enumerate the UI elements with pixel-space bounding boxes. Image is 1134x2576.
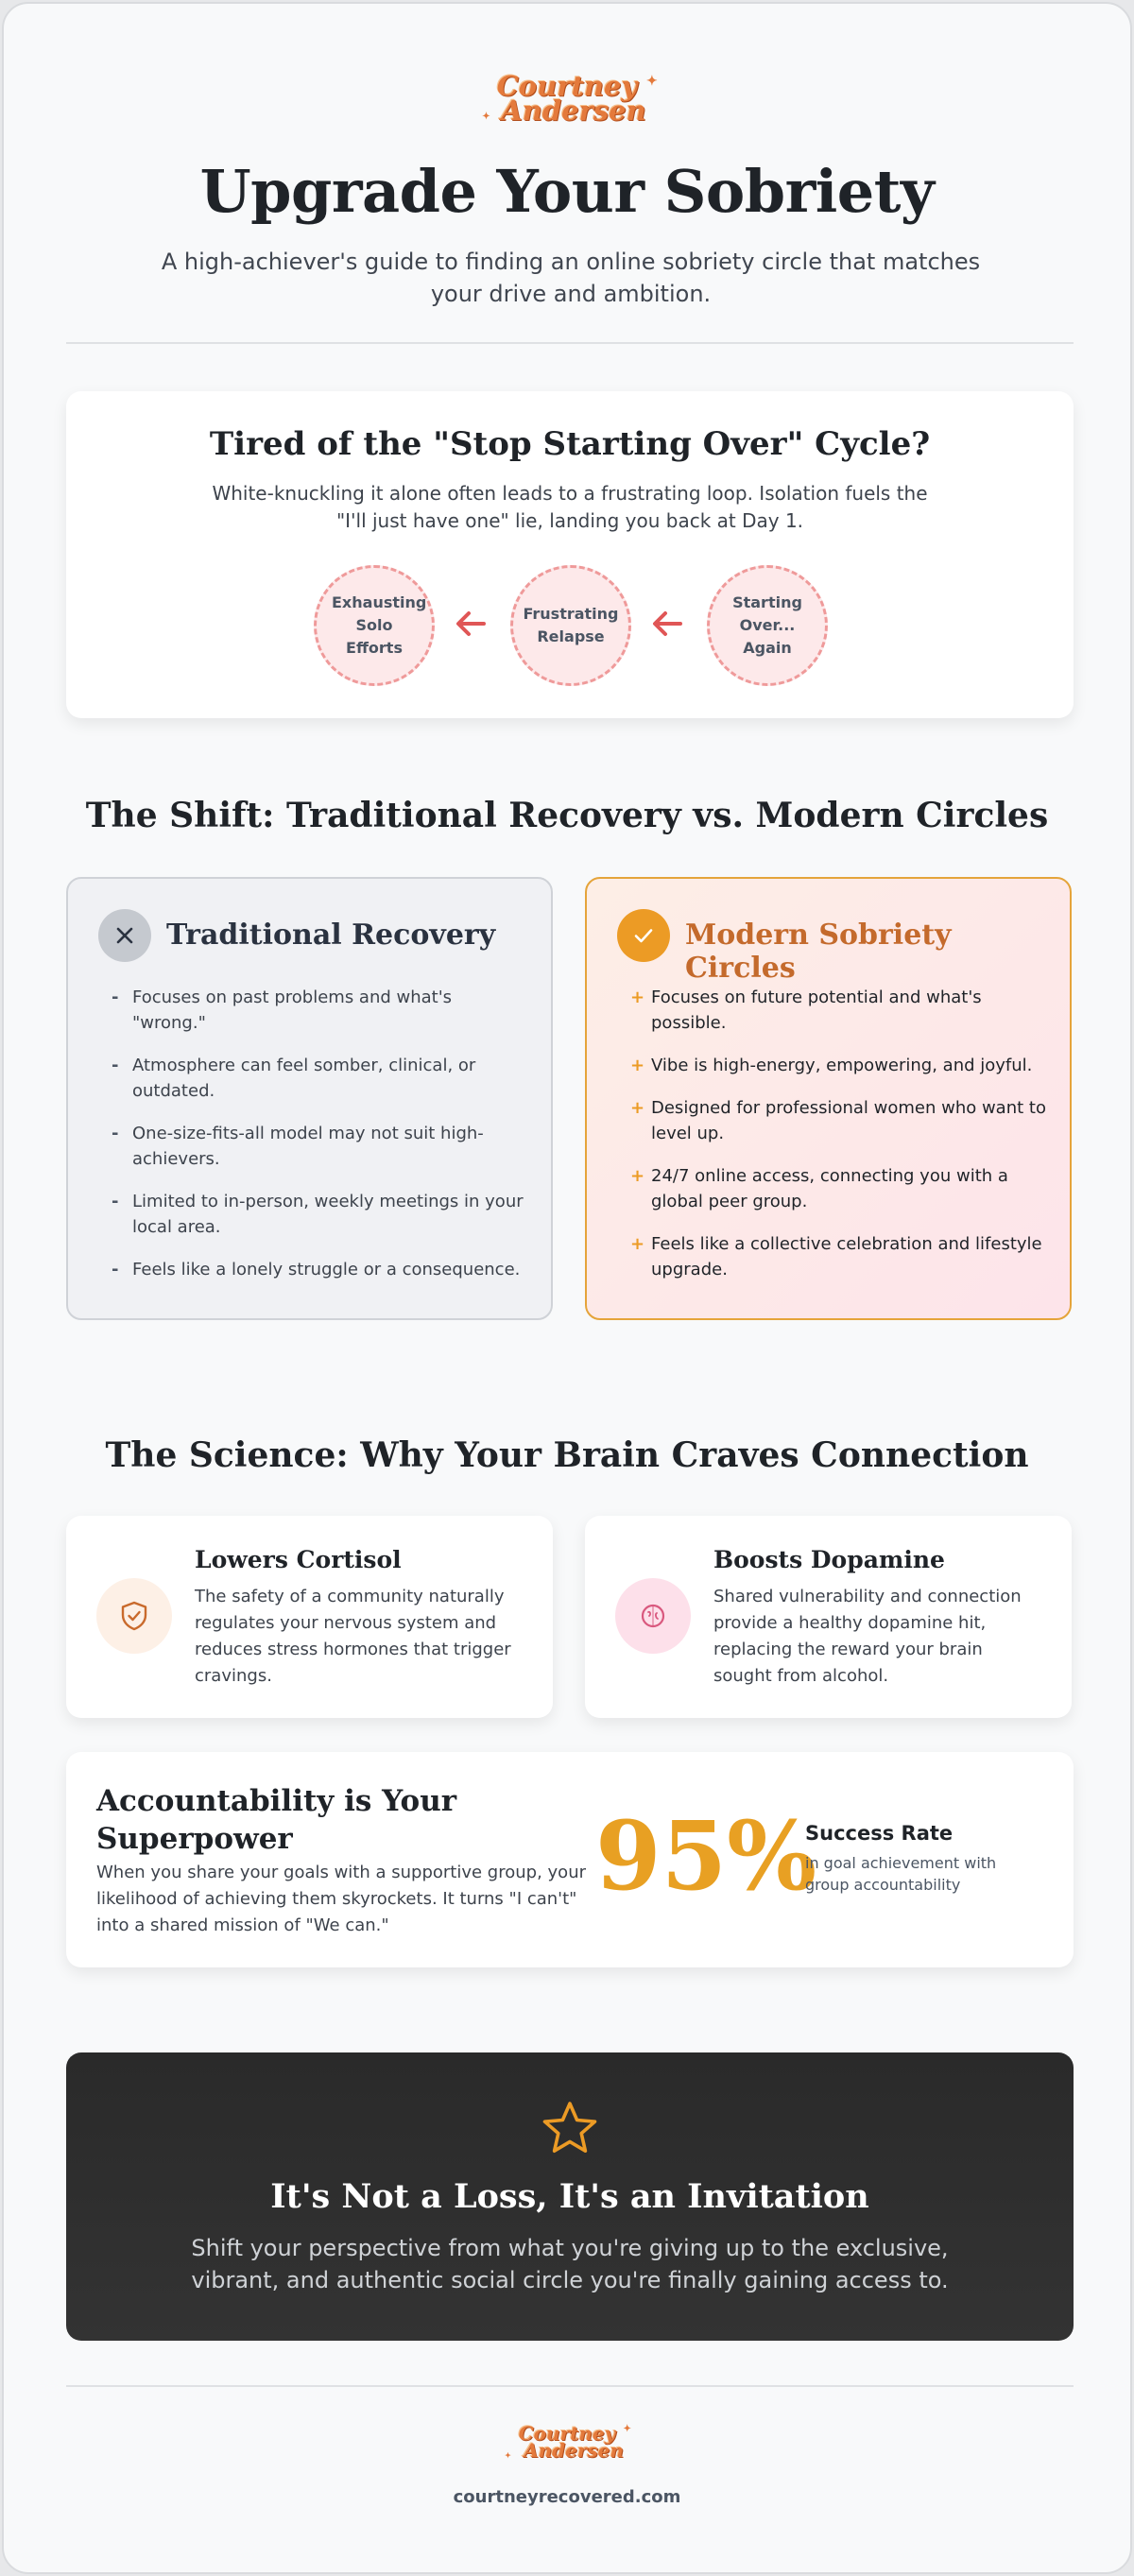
accountability-card: Accountability is Your Superpower When y… xyxy=(66,1752,1074,1967)
list-item: +Vibe is high-energy, empowering, and jo… xyxy=(630,1053,1046,1078)
logo-line-1: Courtney xyxy=(496,70,638,102)
list-item: +24/7 online access, connecting you with… xyxy=(630,1163,1046,1214)
plus-marker: + xyxy=(630,1056,645,1075)
logo-line-2: Andersen xyxy=(524,2439,624,2462)
cycle-title: Tired of the "Stop Starting Over" Cycle? xyxy=(209,425,931,463)
accountability-text: When you share your goals with a support… xyxy=(96,1863,587,1935)
cycle-step-relapse: Frustrating Relapse xyxy=(510,565,631,686)
shield-check-icon xyxy=(96,1578,172,1654)
arrow-left-icon xyxy=(456,611,486,636)
accountability-title: Accountability is Your Superpower xyxy=(96,1784,457,1856)
invitation-banner: It's Not a Loss, It's an Invitation Shif… xyxy=(66,2052,1074,2341)
cycle-step-label: Exhausting Solo Efforts xyxy=(332,593,427,657)
sparkle-icon: ✦ xyxy=(482,112,490,123)
plus-marker: + xyxy=(630,987,645,1007)
brand-logo[interactable]: Courtney Andersen ✦ ✦ xyxy=(482,70,657,128)
science-title: The Science: Why Your Brain Craves Conne… xyxy=(105,1435,1029,1475)
plus-marker: + xyxy=(630,1234,645,1254)
arrow-left-icon xyxy=(653,611,682,636)
footer-logo[interactable]: Courtney Andersen ✦ ✦ xyxy=(505,2422,631,2462)
sparkle-icon: ✦ xyxy=(646,74,658,89)
cycle-step-label: Frustrating Relapse xyxy=(523,605,619,645)
science-card-title: Boosts Dopamine xyxy=(713,1546,945,1573)
modern-heading: Modern Sobriety Circles xyxy=(685,919,952,985)
brain-icon xyxy=(615,1578,691,1654)
dash-marker: - xyxy=(112,1124,119,1143)
modern-list: +Focuses on future potential and what's … xyxy=(630,985,1046,1299)
boosts-dopamine-card: Boosts Dopamine Shared vulnerability and… xyxy=(585,1516,1072,1718)
list-item: +Feels like a collective celebration and… xyxy=(630,1231,1046,1282)
footer-website-link[interactable]: courtneyrecovered.com xyxy=(453,2487,681,2507)
success-rate-label: Success Rate xyxy=(805,1822,954,1845)
cycle-card: Tired of the "Stop Starting Over" Cycle?… xyxy=(66,391,1074,718)
logo-line-2: Andersen xyxy=(501,94,646,128)
traditional-recovery-card: Traditional Recovery -Focuses on past pr… xyxy=(66,877,553,1320)
close-icon xyxy=(98,909,151,962)
list-item: +Designed for professional women who wan… xyxy=(630,1095,1046,1146)
divider xyxy=(66,2385,1074,2387)
plus-marker: + xyxy=(630,1166,645,1186)
divider xyxy=(66,342,1074,344)
list-item: -Atmosphere can feel somber, clinical, o… xyxy=(112,1053,527,1104)
checkmark-icon xyxy=(617,909,670,962)
invitation-text: Shift your perspective from what you're … xyxy=(191,2235,949,2293)
shift-title: The Shift: Traditional Recovery vs. Mode… xyxy=(85,796,1049,835)
logo-line-1: Courtney xyxy=(518,2422,616,2445)
dash-marker: - xyxy=(112,1260,119,1279)
invitation-title: It's Not a Loss, It's an Invitation xyxy=(270,2177,869,2216)
cycle-step-exhausting: Exhausting Solo Efforts xyxy=(314,565,435,686)
traditional-list: -Focuses on past problems and what's "wr… xyxy=(112,985,527,1299)
dash-marker: - xyxy=(112,1192,119,1211)
success-rate-stat: 95% xyxy=(595,1800,817,1912)
success-rate-description: in goal achievement with group accountab… xyxy=(805,1854,997,1894)
cycle-step-starting-over: Starting Over... Again xyxy=(707,565,828,686)
page-title: Upgrade Your Sobriety xyxy=(199,157,935,226)
list-item: -Limited to in-person, weekly meetings i… xyxy=(112,1189,527,1240)
sparkle-icon: ✦ xyxy=(623,2424,631,2434)
page-subtitle: A high-achiever's guide to finding an on… xyxy=(161,249,981,307)
sparkle-icon: ✦ xyxy=(505,2449,511,2460)
lowers-cortisol-card: Lowers Cortisol The safety of a communit… xyxy=(66,1516,553,1718)
science-card-text: The safety of a community naturally regu… xyxy=(195,1587,511,1686)
list-item: -Focuses on past problems and what's "wr… xyxy=(112,985,527,1036)
dash-marker: - xyxy=(112,987,119,1007)
cycle-step-label: Starting Over... Again xyxy=(732,593,802,657)
list-item: -Feels like a lonely struggle or a conse… xyxy=(112,1257,527,1282)
list-item: +Focuses on future potential and what's … xyxy=(630,985,1046,1036)
science-card-text: Shared vulnerability and connection prov… xyxy=(713,1587,1022,1686)
plus-marker: + xyxy=(630,1098,645,1118)
list-item: -One-size-fits-all model may not suit hi… xyxy=(112,1121,527,1172)
dash-marker: - xyxy=(112,1056,119,1075)
cycle-text: White-knuckling it alone often leads to … xyxy=(212,482,928,532)
traditional-heading: Traditional Recovery xyxy=(166,919,496,952)
science-card-title: Lowers Cortisol xyxy=(195,1546,402,1573)
star-icon xyxy=(542,2102,597,2153)
modern-circles-card: Modern Sobriety Circles +Focuses on futu… xyxy=(585,877,1072,1320)
